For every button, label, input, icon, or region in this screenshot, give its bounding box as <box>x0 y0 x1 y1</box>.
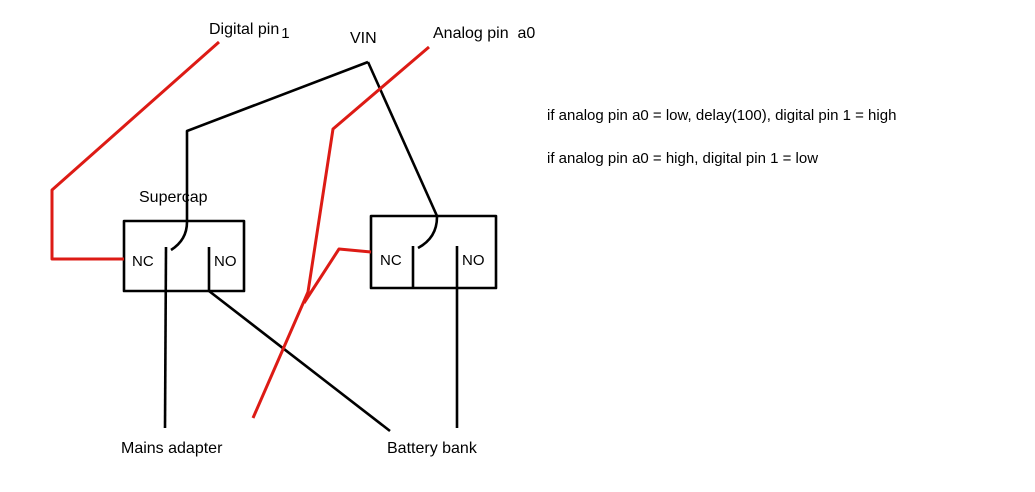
right-relay-lever <box>417 216 439 250</box>
supercap-label: Supercap <box>139 189 208 206</box>
relay-box-right <box>369 214 498 290</box>
vin-label: VIN <box>350 30 377 47</box>
logic-note-1: if analog pin a0 = low, delay(100), digi… <box>547 107 897 124</box>
mains-adapter-label: Mains adapter <box>121 440 223 457</box>
wire-left-nc-to-mains-adapter <box>163 246 168 429</box>
nc-label-right: NC <box>380 252 402 269</box>
wire-vin-to-right-relay <box>366 61 439 217</box>
wire-left-no-to-battery-bank <box>208 289 391 433</box>
digital-pin-text: Digital pin <box>209 21 280 38</box>
wire-vin-to-left-relay <box>185 60 369 221</box>
battery-bank-label: Battery bank <box>387 440 477 457</box>
logic-note-2: if analog pin a0 = high, digital pin 1 =… <box>547 150 819 167</box>
wire-digital-pin-to-left-nc <box>50 40 220 261</box>
wire-junction-to-right-nc <box>302 247 372 304</box>
no-label-right: NO <box>462 252 485 269</box>
digital-pin-subscript: 1 <box>281 25 290 42</box>
wire-analog-pin-down <box>251 45 430 419</box>
nc-label-left: NC <box>132 253 154 270</box>
analog-pin-a0-label: Analog pin a0 <box>433 25 536 42</box>
no-label-left: NO <box>214 253 237 270</box>
left-relay-lever <box>170 221 189 252</box>
